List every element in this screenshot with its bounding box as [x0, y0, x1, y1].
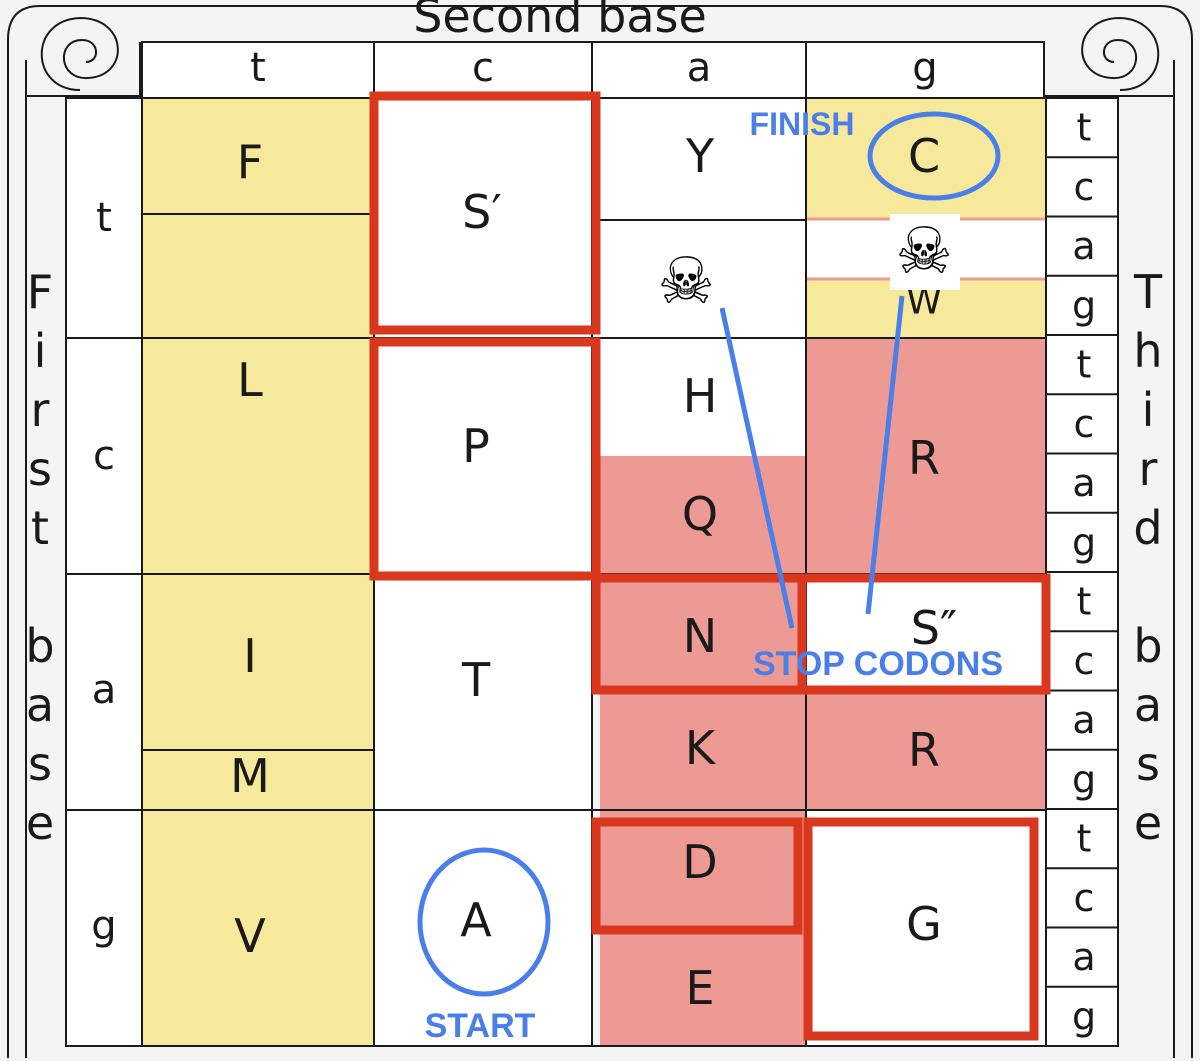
fill-S2-white: [806, 574, 1046, 690]
aa-R1: R: [908, 431, 940, 485]
aa-H: H: [683, 369, 718, 423]
third-base-grid: [1046, 156, 1118, 988]
second-base-g: g: [912, 45, 937, 91]
fill-qnkde-pink: [600, 456, 806, 1046]
third-base-t: t: [1077, 343, 1092, 387]
amino-acid-labels: F L I M V S′ P T A Y H Q N K D E C W R S…: [230, 129, 957, 1015]
finish-circle: [867, 111, 1001, 201]
aa-I: I: [243, 629, 257, 683]
second-base-t: t: [250, 45, 266, 91]
aa-S2: S″: [911, 601, 957, 655]
box-D: [591, 817, 803, 935]
stop-codons-label: STOP CODONS: [753, 645, 1003, 683]
aa-S1: S′: [462, 185, 502, 239]
aa-R2: R: [908, 723, 940, 777]
third-base-g: g: [1072, 757, 1096, 801]
aa-K: K: [685, 721, 717, 775]
aa-V: V: [234, 909, 266, 963]
first-base-title-letter: t: [31, 501, 49, 555]
third-base-title-letter: i: [1142, 383, 1155, 437]
third-base-t: t: [1077, 817, 1092, 861]
third-base-a: a: [1072, 224, 1095, 268]
aa-D: D: [682, 835, 717, 889]
aa-P: P: [462, 419, 490, 473]
first-base-letters: t c a g: [91, 195, 116, 949]
third-base-title-letter: d: [1133, 501, 1162, 555]
fill-R2-pink: [806, 690, 1046, 810]
second-base-title: Second base: [413, 0, 707, 43]
third-base-title-letter: b: [1133, 619, 1162, 673]
first-base-g: g: [91, 903, 116, 949]
first-base-title-letter: s: [28, 737, 52, 791]
first-base-title-letter: e: [26, 796, 54, 850]
svg-text:☠: ☠: [657, 245, 714, 319]
second-base-a: a: [687, 45, 712, 91]
blue-annotations: FINISH START STOP CODONS: [417, 106, 1003, 1045]
first-base-title-letter: s: [28, 442, 52, 496]
third-base-c: c: [1074, 402, 1095, 446]
first-base-c: c: [93, 433, 115, 479]
aa-C: C: [908, 129, 940, 183]
first-base-title-letter: a: [26, 678, 54, 732]
third-base-title-letter: r: [1139, 442, 1158, 496]
third-base-a: a: [1072, 935, 1095, 979]
aa-Q: Q: [682, 487, 718, 541]
aa-A: A: [460, 893, 492, 947]
aa-L: L: [237, 353, 263, 407]
third-base-c: c: [1074, 165, 1095, 209]
fill-G-white: [806, 810, 1046, 1046]
scroll-ornament-left: [40, 16, 119, 91]
third-base-title-letter: s: [1136, 737, 1160, 791]
second-base-c: c: [472, 45, 494, 91]
third-base-c: c: [1074, 876, 1095, 920]
first-base-a: a: [92, 667, 117, 713]
stop-pointer-1: [719, 307, 795, 629]
third-base-a: a: [1072, 698, 1095, 742]
third-base-g: g: [1072, 520, 1096, 564]
box-S1: [369, 91, 601, 335]
box-N-S2: [591, 573, 1051, 695]
third-base-title-letter: h: [1133, 324, 1162, 378]
third-base-title-letter: T: [1133, 265, 1163, 319]
skull-crossbones-icon: ☠: [648, 242, 720, 319]
aa-T: T: [461, 653, 491, 707]
first-base-title-letter: F: [27, 265, 53, 319]
first-base-title-letter: r: [31, 383, 50, 437]
scroll-ornament-right: [1081, 16, 1160, 91]
third-base-g: g: [1072, 994, 1096, 1038]
aa-M: M: [230, 749, 270, 803]
aa-G: G: [906, 897, 942, 951]
finish-label: FINISH: [750, 106, 855, 142]
first-base-title-letter: b: [25, 619, 54, 673]
box-P: [369, 337, 601, 581]
fill-column-t: [142, 98, 374, 1046]
aa-F: F: [237, 135, 263, 189]
start-circle: [417, 847, 551, 997]
third-base-t: t: [1077, 580, 1092, 624]
third-base-title-letter: a: [1134, 678, 1162, 732]
third-base-a: a: [1072, 461, 1095, 505]
box-G: [803, 817, 1039, 1041]
skull-crossbones-icon: ☠: [890, 214, 960, 290]
first-base-title-letter: i: [34, 324, 47, 378]
third-base-c: c: [1074, 639, 1095, 683]
aa-E: E: [685, 961, 714, 1015]
first-base-t: t: [96, 195, 112, 241]
third-base-title-letter: e: [1134, 796, 1162, 850]
third-base-t: t: [1077, 106, 1092, 150]
start-label: START: [425, 1007, 536, 1045]
svg-text:☠: ☠: [895, 215, 952, 289]
fill-R1-pink: [806, 338, 1046, 574]
aa-N: N: [683, 609, 717, 663]
red-highlight-boxes: [369, 91, 1051, 1041]
stop-pointer-2: [865, 295, 905, 615]
third-base-g: g: [1072, 283, 1096, 327]
fill-first-base: [66, 98, 142, 1046]
aa-Y: Y: [685, 129, 715, 183]
